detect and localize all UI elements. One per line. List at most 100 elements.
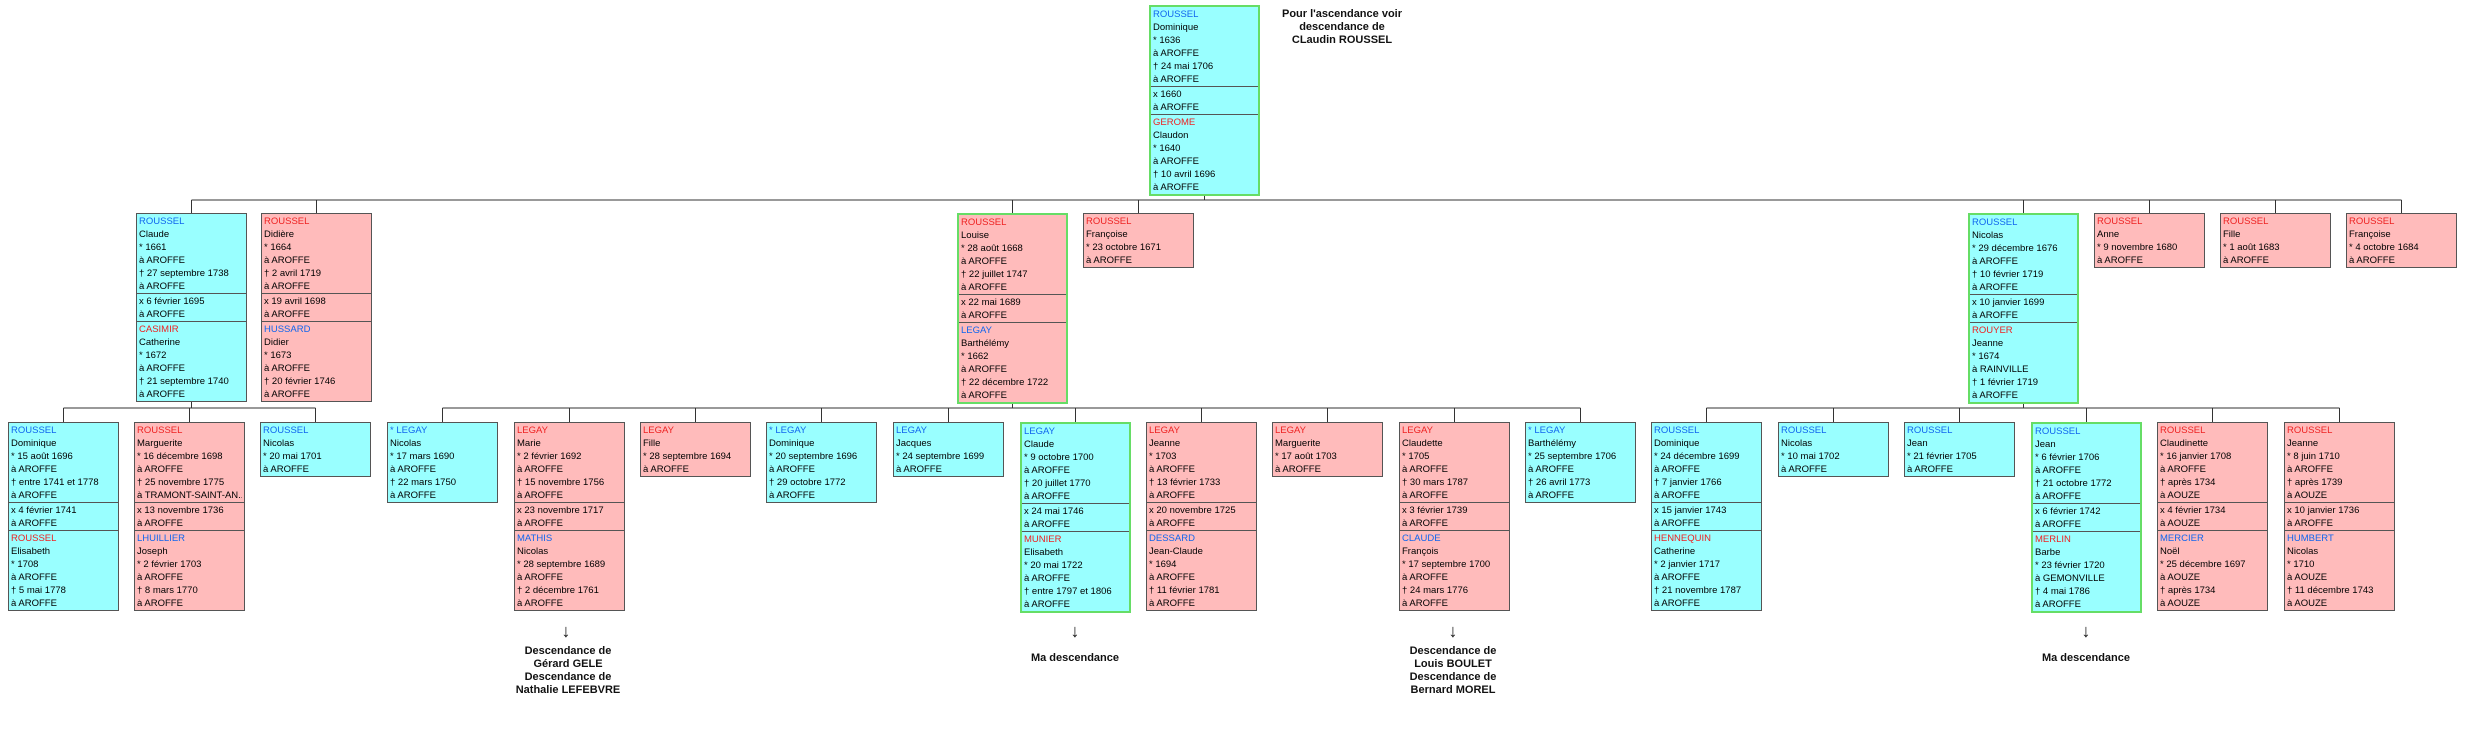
surname: ROUSSEL: [2223, 216, 2269, 227]
person-detail: à AROFFE: [1972, 310, 2018, 321]
person-detail: à AROFFE: [896, 464, 942, 475]
person-detail: à AROFFE: [139, 309, 185, 320]
person-detail: † 13 février 1733: [1149, 477, 1221, 488]
person-detail: à AROFFE: [11, 518, 57, 529]
person-detail: * 15 août 1696: [11, 451, 73, 462]
surname: DESSARD: [1149, 533, 1195, 544]
person-detail: * 1694: [1149, 559, 1177, 570]
person-detail: à AROFFE: [2035, 519, 2081, 530]
person-detail: à AROFFE: [2035, 491, 2081, 502]
person-detail: à AROFFE: [1024, 465, 1070, 476]
person-detail: * 20 mai 1701: [263, 451, 322, 462]
person-detail: Nicolas: [390, 438, 422, 449]
person-detail: à AROFFE: [1149, 464, 1195, 475]
person-detail: à AROFFE: [1149, 518, 1195, 529]
person-detail: à AROFFE: [11, 598, 57, 609]
person-detail: * 1705: [1402, 451, 1430, 462]
person-detail: à AROFFE: [517, 598, 563, 609]
person-detail: † 22 décembre 1722: [961, 377, 1049, 388]
person-detail: à AROFFE: [264, 309, 310, 320]
person-detail: * 2 janvier 1717: [1654, 559, 1721, 570]
person-detail: x 22 mai 1689: [961, 297, 1021, 308]
person-detail: * 6 février 1706: [2035, 452, 2100, 463]
person-detail: à AROFFE: [1972, 390, 2018, 401]
person-detail: † 22 mars 1750: [390, 477, 457, 488]
person-detail: Nicolas: [1972, 230, 2004, 241]
descendance-note-line: Ma descendance: [2041, 652, 2131, 664]
person-detail: à AROFFE: [961, 282, 1007, 293]
person-detail: † 21 octobre 1772: [2035, 478, 2112, 489]
descendance-note: Ma descendance: [1010, 652, 1140, 665]
person-detail: * 17 septembre 1700: [1402, 559, 1491, 570]
person-detail: Fille: [643, 438, 661, 449]
descendance-note-line: Descendance de: [1409, 671, 1497, 683]
person-detail: * 1672: [139, 350, 167, 361]
person-detail: Marie: [517, 438, 541, 449]
person-detail: à AROFFE: [11, 572, 57, 583]
person-detail: Catherine: [139, 337, 181, 348]
person-detail: à AROFFE: [139, 389, 185, 400]
top-note-line: Pour l'ascendance voir: [1282, 8, 1402, 20]
surname: ROUSSEL: [1654, 425, 1700, 436]
person-detail: Claude: [1024, 439, 1055, 450]
person-detail: Jeanne: [1149, 438, 1181, 449]
person-detail: à AROFFE: [1654, 572, 1700, 583]
person-detail: † 7 janvier 1766: [1654, 477, 1722, 488]
person-detail: * 17 août 1703: [1275, 451, 1337, 462]
person-detail: † 10 février 1719: [1972, 269, 2044, 280]
person-detail: à AOUZE: [2287, 572, 2328, 583]
person-detail: † 20 février 1746: [264, 376, 336, 387]
descendance-note-line: Descendance de: [1409, 645, 1497, 657]
person-detail: à AROFFE: [961, 256, 1007, 267]
person-detail: * 1661: [139, 242, 167, 253]
person-detail: Didier: [264, 337, 289, 348]
person-detail: à AROFFE: [137, 464, 183, 475]
surname: ROUSSEL: [137, 425, 183, 436]
person-detail: Anne: [2097, 229, 2120, 240]
person-detail: * 1 août 1683: [2223, 242, 2280, 253]
person-detail: * 23 février 1720: [2035, 560, 2105, 571]
person-detail: x 3 février 1739: [1402, 505, 1468, 516]
person-detail: à AROFFE: [264, 281, 310, 292]
person-detail: Jeanne: [2287, 438, 2319, 449]
surname: HUMBERT: [2287, 533, 2334, 544]
surname: LEGAY: [643, 425, 674, 436]
